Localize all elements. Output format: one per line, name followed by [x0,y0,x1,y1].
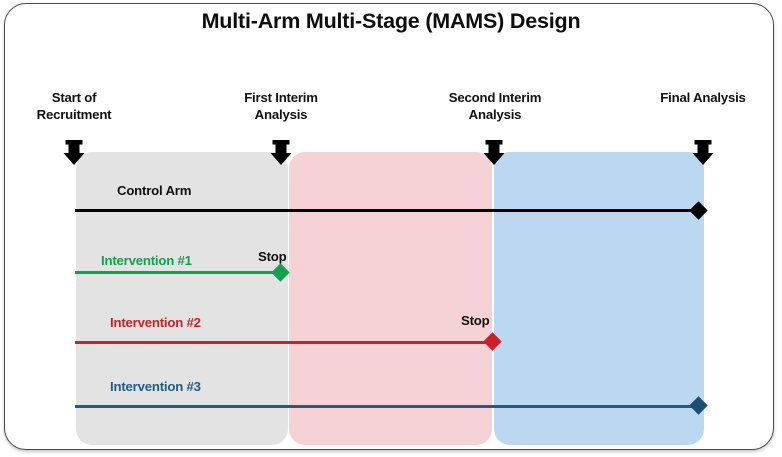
down-arrow-icon [482,139,506,166]
timepoint-label-line1: Second Interim [448,90,542,105]
arm-label-intervention-1: Intervention #1 [101,253,192,268]
stage-band-1 [76,152,288,445]
down-arrow-icon [269,139,293,166]
timepoint-label-start-of-recruitment: Start of Recruitment [3,89,145,123]
arm-line-intervention-1 [75,271,282,274]
timepoint-label-line2: Analysis [254,107,308,122]
stage-band-3 [494,152,704,445]
arm-label-intervention-3: Intervention #3 [110,379,201,394]
arm-label-control-arm: Control Arm [117,183,192,198]
timepoint-label-second-interim-analysis: Second Interim Analysis [420,89,570,123]
timepoint-label-line1: Start of [51,90,97,105]
arm-line-control-arm [75,209,699,212]
arm-line-intervention-2 [75,341,494,344]
stage-band-2 [289,152,492,445]
timepoint-label-first-interim-analysis: First Interim Analysis [208,89,354,123]
timepoint-label-line1: Final Analysis [660,90,746,105]
timepoint-label-line2: Analysis [468,107,522,122]
down-arrow-icon [691,139,715,166]
timepoint-label-line1: First Interim [244,90,318,105]
arm-label-intervention-2: Intervention #2 [110,315,201,330]
arm-line-intervention-3 [75,405,699,408]
stop-annotation-intervention-2: Stop [461,313,490,328]
down-arrow-icon [62,139,86,166]
stop-annotation-intervention-1: Stop [258,249,287,264]
page-title: Multi-Arm Multi-Stage (MAMS) Design [201,9,581,33]
timepoint-label-final-analysis: Final Analysis [630,89,776,106]
timepoint-label-line2: Recruitment [36,107,112,122]
